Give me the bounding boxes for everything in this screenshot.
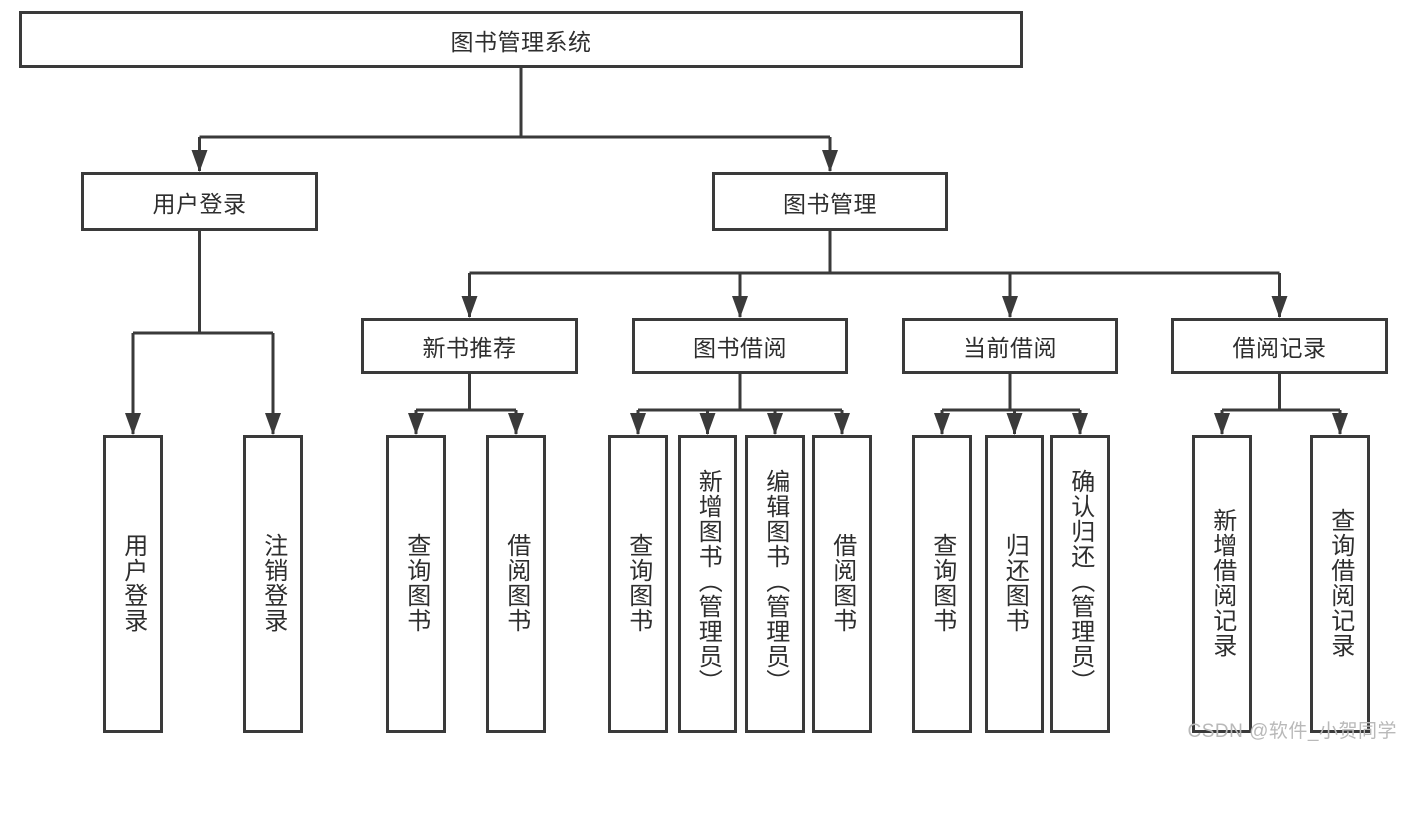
node-box-leaf-edit-book-admin[interactable]	[745, 435, 805, 733]
node-box-leaf-borrow-book-bb[interactable]	[812, 435, 872, 733]
node-leaf-add-borrow-record[interactable]: 新增借阅记录	[1192, 435, 1252, 733]
node-label: 注销登录	[259, 533, 287, 633]
node-book-borrow[interactable]: 图书借阅	[632, 318, 848, 374]
arrow-head-icon	[1214, 413, 1230, 435]
node-box-book-manage[interactable]	[712, 172, 948, 231]
node-book-manage[interactable]: 图书管理	[712, 172, 948, 231]
node-label: 图书借阅	[693, 335, 787, 361]
node-label: 查询借阅记录	[1326, 507, 1354, 658]
node-leaf-query-borrow-record[interactable]: 查询借阅记录	[1310, 435, 1370, 733]
node-borrow-record[interactable]: 借阅记录	[1171, 318, 1388, 374]
node-box-book-borrow[interactable]	[632, 318, 848, 374]
arrow-head-icon	[1332, 413, 1348, 435]
node-box-leaf-return-book[interactable]	[985, 435, 1044, 733]
node-leaf-user-logout[interactable]: 注销登录	[243, 435, 303, 733]
node-label: 图书管理系统	[450, 28, 592, 55]
node-label: 用户登录	[119, 533, 147, 633]
node-label: 查询图书	[624, 533, 652, 633]
node-box-user-login[interactable]	[81, 172, 318, 231]
arrow-head-icon	[265, 413, 281, 435]
node-box-new-book-recommend[interactable]	[361, 318, 578, 374]
node-label: 图书管理	[783, 190, 877, 217]
node-box-leaf-query-book-bb[interactable]	[608, 435, 668, 733]
arrow-head-icon	[508, 413, 524, 435]
node-label: 编辑图书（管理员）	[761, 469, 789, 695]
node-box-leaf-query-book-cb[interactable]	[912, 435, 972, 733]
node-box-borrow-record[interactable]	[1171, 318, 1388, 374]
node-current-borrow[interactable]: 当前借阅	[902, 318, 1118, 374]
arrow-head-icon	[732, 296, 748, 318]
arrow-head-icon	[822, 150, 838, 172]
node-boxes	[19, 11, 1388, 733]
node-leaf-borrow-book-rec[interactable]: 借阅图书	[486, 435, 546, 733]
node-box-leaf-add-borrow-record[interactable]	[1192, 435, 1252, 733]
connector-lines	[125, 68, 1348, 435]
arrow-head-icon	[1006, 413, 1023, 435]
node-box-leaf-borrow-book-rec[interactable]	[486, 435, 546, 733]
arrow-head-icon	[125, 413, 141, 435]
node-box-leaf-query-book-rec[interactable]	[386, 435, 446, 733]
node-box-leaf-user-logout[interactable]	[243, 435, 303, 733]
node-new-book-recommend[interactable]: 新书推荐	[361, 318, 578, 374]
arrow-head-icon	[767, 413, 783, 435]
node-leaf-edit-book-admin[interactable]: 编辑图书（管理员）	[745, 435, 805, 733]
node-root[interactable]: 图书管理系统	[19, 11, 1023, 68]
arrow-head-icon	[934, 413, 950, 435]
node-label: 用户登录	[152, 190, 247, 217]
arrow-head-icon	[461, 296, 478, 318]
node-box-current-borrow[interactable]	[902, 318, 1118, 374]
arrow-head-icon	[699, 413, 716, 435]
node-label: 新增借阅记录	[1208, 507, 1236, 658]
node-label: 归还图书	[1001, 533, 1029, 633]
node-box-root[interactable]	[19, 11, 1023, 68]
arrow-head-icon	[191, 150, 208, 172]
node-box-leaf-confirm-return-admin[interactable]	[1050, 435, 1110, 733]
arrow-head-icon	[630, 413, 646, 435]
node-label: 借阅图书	[828, 533, 856, 633]
node-label: 查询图书	[928, 533, 956, 633]
node-label: 确认归还（管理员）	[1066, 469, 1094, 695]
arrow-head-icon	[1002, 296, 1018, 318]
node-leaf-confirm-return-admin[interactable]: 确认归还（管理员）	[1050, 435, 1110, 733]
node-leaf-query-book-bb[interactable]: 查询图书	[608, 435, 668, 733]
node-leaf-query-book-rec[interactable]: 查询图书	[386, 435, 446, 733]
node-box-leaf-query-borrow-record[interactable]	[1310, 435, 1370, 733]
arrow-head-icon	[408, 413, 424, 435]
diagram-canvas: 图书管理系统用户登录图书管理新书推荐图书借阅当前借阅借阅记录用户登录注销登录查询…	[19, 11, 1396, 742]
node-label: 新增图书（管理员）	[694, 469, 722, 695]
node-box-leaf-user-login[interactable]	[103, 435, 163, 733]
node-leaf-borrow-book-bb[interactable]: 借阅图书	[812, 435, 872, 733]
node-leaf-query-book-cb[interactable]: 查询图书	[912, 435, 972, 733]
arrow-head-icon	[834, 413, 850, 435]
arrow-head-icon	[1271, 296, 1288, 318]
node-labels-layer: 图书管理系统用户登录图书管理新书推荐图书借阅当前借阅借阅记录用户登录注销登录查询…	[19, 11, 1388, 733]
node-user-login[interactable]: 用户登录	[81, 172, 318, 231]
node-label: 借阅图书	[502, 533, 530, 633]
arrow-head-icon	[1072, 413, 1088, 435]
node-leaf-user-login[interactable]: 用户登录	[103, 435, 163, 733]
node-label: 借阅记录	[1232, 335, 1327, 361]
node-box-leaf-add-book-admin[interactable]	[678, 435, 737, 733]
node-label: 新书推荐	[422, 335, 517, 361]
node-leaf-add-book-admin[interactable]: 新增图书（管理员）	[678, 435, 737, 733]
node-leaf-return-book[interactable]: 归还图书	[985, 435, 1044, 733]
node-label: 当前借阅	[963, 335, 1057, 361]
node-label: 查询图书	[402, 533, 430, 633]
org-chart-svg	[19, 11, 1388, 733]
